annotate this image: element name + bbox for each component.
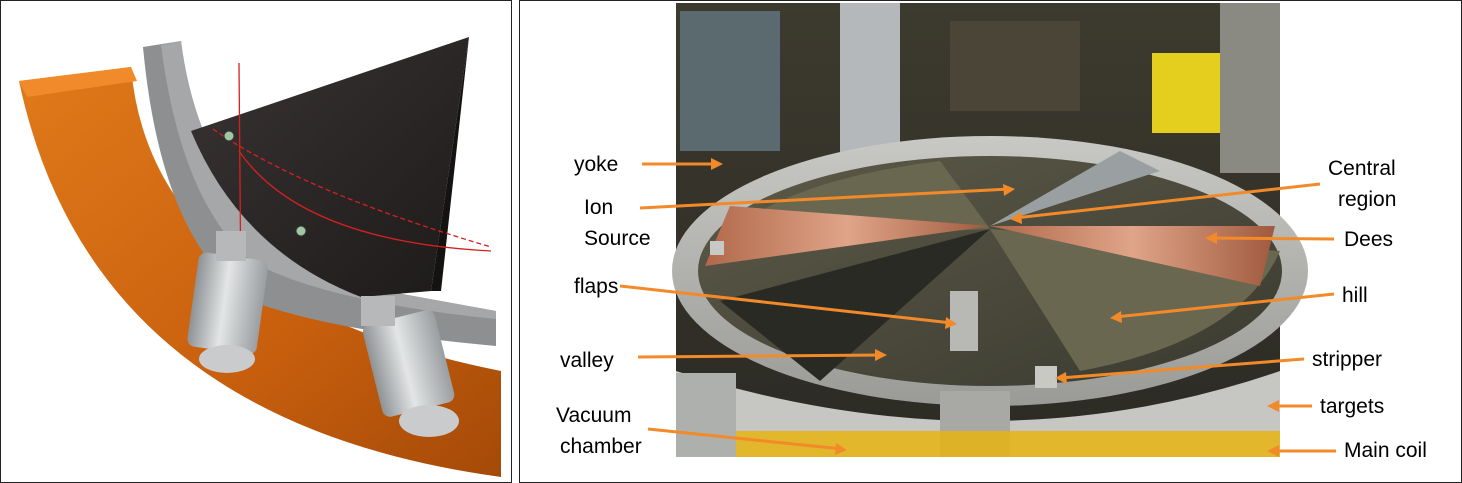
label-dees: Dees: [1344, 228, 1393, 251]
cyclotron-photo-diagram: yoke Ion Source flaps valley Vacuum cham…: [556, 3, 1427, 462]
label-stripper: stripper: [1312, 348, 1382, 371]
label-valley: valley: [560, 349, 614, 372]
cad-render-panel: [0, 0, 512, 483]
arrow-central: [1014, 182, 1321, 220]
label-main-coil: Main coil: [1344, 439, 1427, 462]
cyclotron-photo: [672, 3, 1308, 457]
arrow-dees: [1209, 236, 1335, 241]
probe-cylinder-icon: [361, 296, 459, 437]
arrow-ion-source: [639, 187, 1011, 210]
label-ion-source-line2: Source: [584, 227, 651, 250]
label-central-line1: Central: [1328, 157, 1396, 180]
label-flaps: flaps: [574, 275, 618, 298]
arrow-flaps: [619, 284, 953, 325]
arrow-vacuum: [647, 427, 843, 451]
label-yoke: yoke: [574, 153, 618, 176]
label-ion-source-line1: Ion: [584, 196, 613, 219]
labelled-photo-panel: yoke Ion Source flaps valley Vacuum cham…: [519, 0, 1462, 483]
arrow-hill: [1114, 292, 1335, 319]
cad-render: [19, 37, 501, 477]
label-central-line2: region: [1338, 188, 1396, 211]
hill-wedge: [191, 37, 469, 297]
probe-cylinder-icon: [187, 231, 268, 373]
label-hill: hill: [1342, 284, 1368, 307]
label-vacuum-line2: chamber: [560, 435, 642, 458]
label-targets: targets: [1320, 395, 1384, 418]
dee-right: [990, 226, 1275, 286]
label-vacuum-line1: Vacuum: [556, 404, 631, 427]
arrow-valley: [637, 353, 883, 359]
arrow-stripper: [1059, 357, 1305, 380]
dee-left: [705, 206, 990, 266]
label-arrows: [619, 158, 1336, 457]
